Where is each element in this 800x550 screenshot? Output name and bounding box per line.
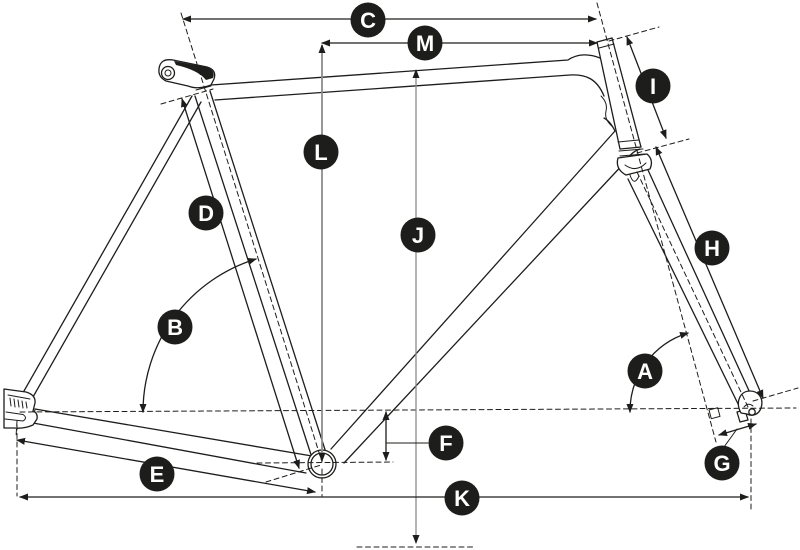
axle-line xyxy=(19,407,797,413)
right-angle-marker xyxy=(708,407,721,420)
svg-text:E: E xyxy=(150,462,165,487)
label-i: I xyxy=(635,68,671,104)
rear-dropout xyxy=(3,388,38,429)
label-l: L xyxy=(303,134,339,170)
label-m: M xyxy=(407,25,443,61)
label-h: H xyxy=(694,230,730,266)
label-c: C xyxy=(350,2,386,38)
dim-h-extension-bottom xyxy=(752,387,799,402)
lug-shoreline xyxy=(600,95,614,128)
dim-line-d xyxy=(181,98,300,469)
svg-text:M: M xyxy=(416,31,434,56)
down-tube xyxy=(330,117,641,464)
letter-badges: A B C D E F G H I J K L M xyxy=(139,2,740,516)
fork-crown xyxy=(616,148,653,182)
svg-text:D: D xyxy=(198,201,214,226)
svg-text:J: J xyxy=(412,223,424,248)
seat-stay xyxy=(19,95,202,405)
front-dropout xyxy=(736,390,763,423)
dim-g-leader xyxy=(723,428,738,448)
svg-text:G: G xyxy=(713,451,730,476)
bb-horizontal-extension xyxy=(256,461,394,464)
svg-text:C: C xyxy=(360,8,376,33)
svg-text:L: L xyxy=(314,140,327,165)
label-g: G xyxy=(704,445,740,481)
svg-text:I: I xyxy=(650,74,656,99)
svg-text:B: B xyxy=(167,315,183,340)
dim-d-extension xyxy=(160,88,214,105)
dim-i-extension-top xyxy=(608,26,660,42)
dim-line-h xyxy=(655,146,764,399)
label-b: B xyxy=(157,309,193,345)
svg-text:H: H xyxy=(704,236,720,261)
top-tube xyxy=(210,54,605,101)
label-f: F xyxy=(428,425,464,461)
svg-text:F: F xyxy=(439,431,452,456)
svg-text:K: K xyxy=(454,486,470,511)
label-d: D xyxy=(188,195,224,231)
label-e: E xyxy=(139,456,175,492)
dropout-texture xyxy=(7,394,31,409)
label-j: J xyxy=(400,217,436,253)
dim-line-g xyxy=(718,422,757,437)
dimensions xyxy=(15,15,799,548)
label-k: K xyxy=(444,480,480,516)
svg-text:A: A xyxy=(637,359,653,384)
dim-i-extension-bottom xyxy=(636,138,690,154)
bicycle-frame xyxy=(3,37,763,479)
seat-tube-axis-line xyxy=(180,12,323,463)
label-a: A xyxy=(627,353,663,389)
seatpost-clamp xyxy=(158,59,216,89)
dim-e-extension-bb xyxy=(265,464,322,483)
